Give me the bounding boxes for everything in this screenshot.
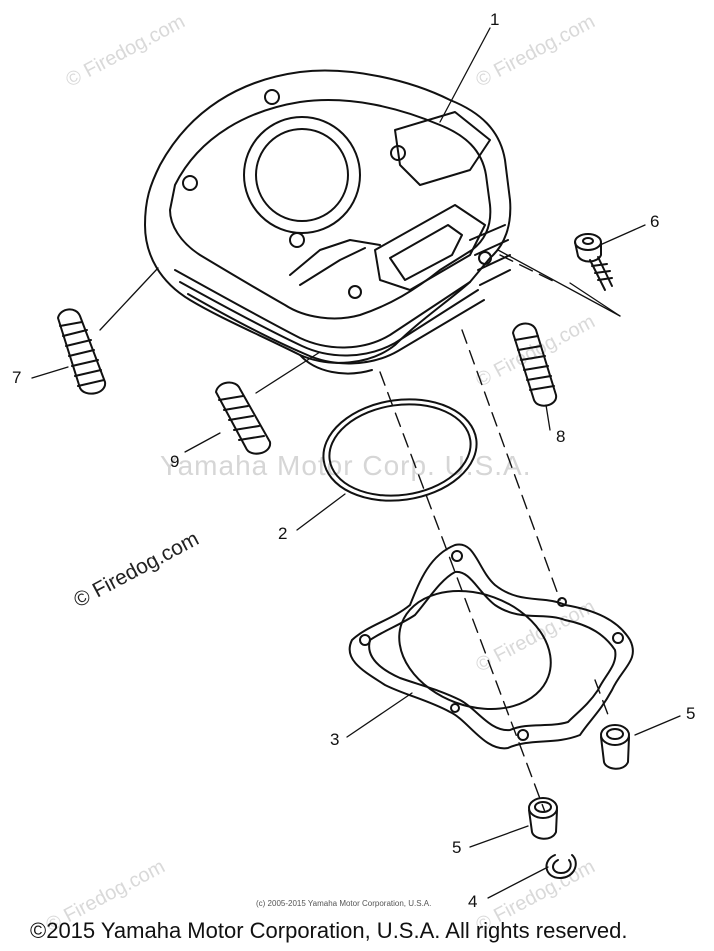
leader-lines (31, 27, 681, 899)
o-ring-part (322, 398, 478, 502)
gasket-part (348, 543, 634, 750)
callout-8: 8 (556, 427, 566, 446)
alignment-lines (379, 254, 611, 813)
callout-6: 6 (650, 212, 660, 231)
stud-bolt-part (57, 308, 107, 395)
small-copyright: (c) 2005-2015 Yamaha Motor Corporation, … (256, 899, 432, 908)
dowel-pin-part (600, 724, 630, 770)
dowel-pin-part (528, 797, 558, 840)
stud-bolt-part (215, 381, 272, 455)
cylinder-part (144, 69, 512, 375)
callout-3: 3 (330, 730, 340, 749)
stud-bolt-part (512, 322, 558, 407)
footer-copyright: ©2015 Yamaha Motor Corporation, U.S.A. A… (30, 918, 628, 943)
callout-7: 7 (12, 368, 22, 387)
callout-5: 5 (686, 704, 696, 723)
callout-2: 2 (278, 524, 288, 543)
callout-1: 1 (490, 10, 500, 29)
callout-9: 9 (170, 452, 180, 471)
callout-5: 5 (452, 838, 462, 857)
callout-4: 4 (468, 892, 478, 911)
circlip-part (545, 854, 577, 879)
bolt-part (574, 233, 613, 291)
